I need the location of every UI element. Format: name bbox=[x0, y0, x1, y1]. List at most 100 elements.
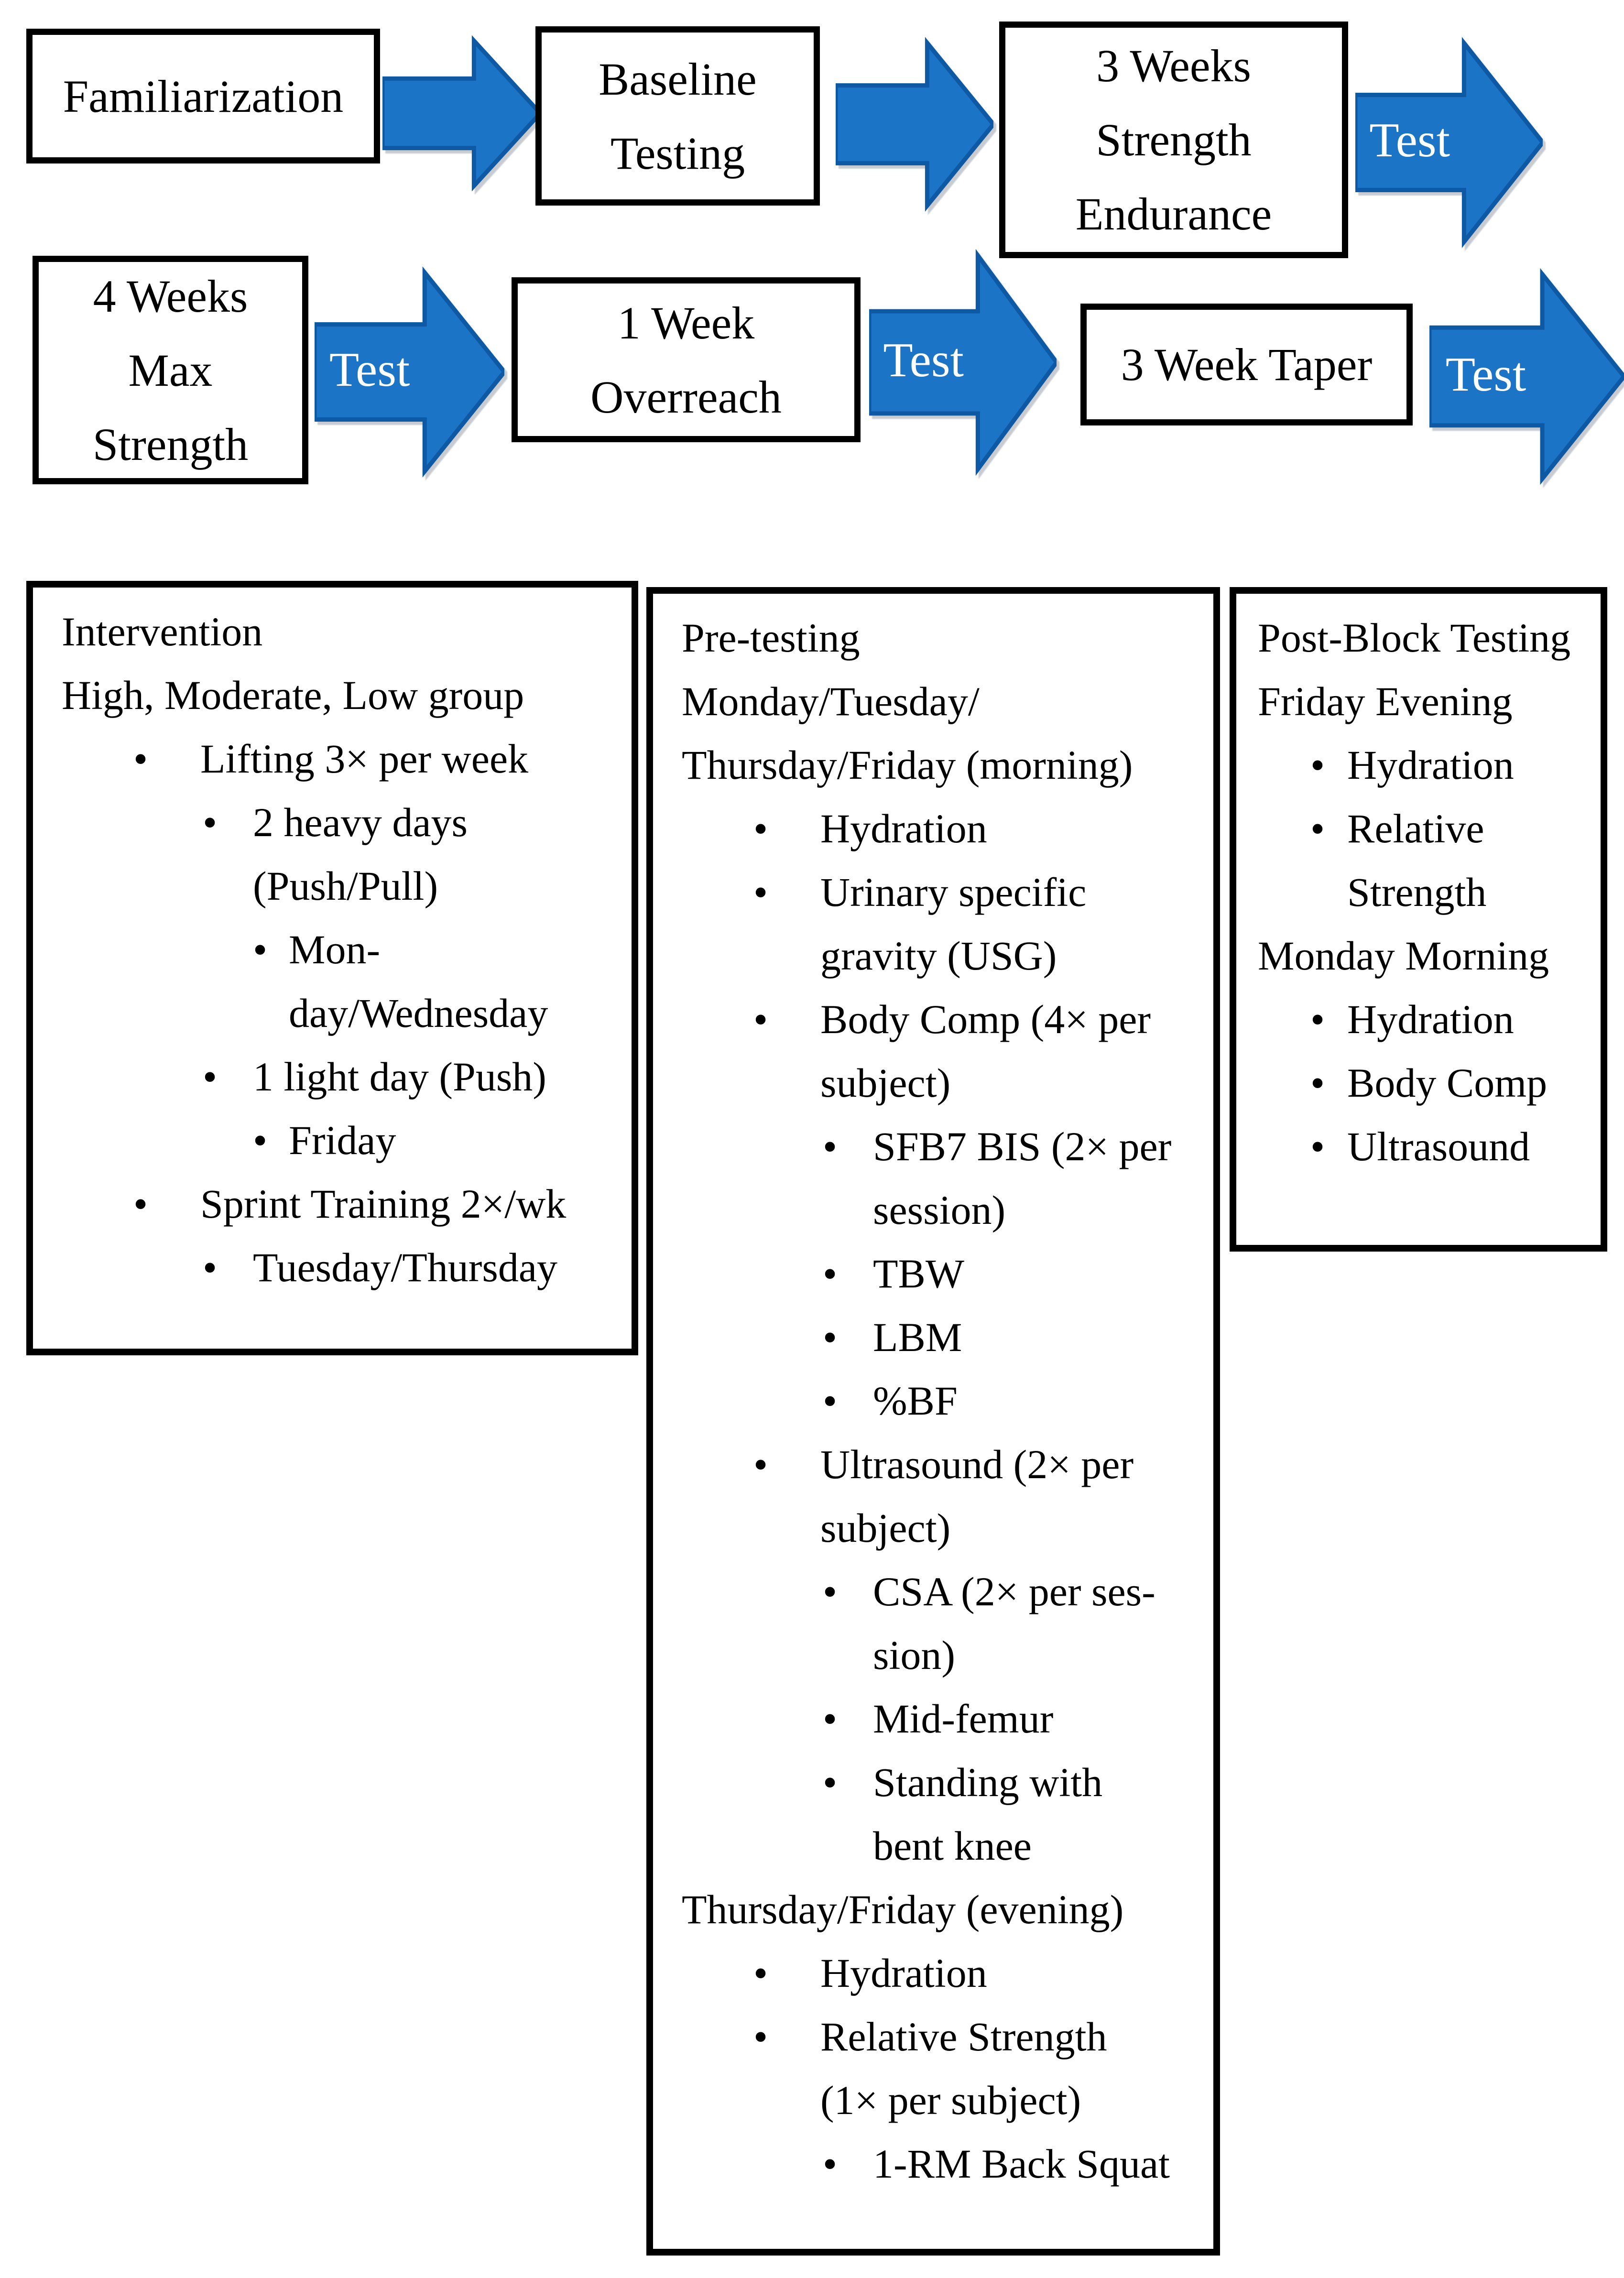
test-arrow-label: Test bbox=[883, 333, 964, 387]
panel-heading: Thursday/Friday (evening) bbox=[682, 1886, 1124, 1932]
bullet-icon: • bbox=[1310, 1123, 1325, 1169]
bullet-icon: • bbox=[753, 869, 768, 915]
panel-heading: Friday Evening bbox=[1258, 678, 1513, 724]
panel-heading: Post-Block Testing bbox=[1258, 615, 1571, 661]
flow-box-label: Max bbox=[128, 344, 213, 396]
list-item: •Mid-femur bbox=[682, 1687, 1194, 1751]
bullet-icon: • bbox=[823, 1759, 838, 1805]
bullet-icon: • bbox=[823, 1569, 838, 1614]
panel-post-block-testing: Post-Block Testing Friday Evening •Hydra… bbox=[1230, 587, 1607, 1252]
list-item: •Ultrasound bbox=[1258, 1115, 1591, 1178]
flow-box-label: 3 Week Taper bbox=[1121, 339, 1373, 390]
list-item: •LBM bbox=[682, 1306, 1194, 1369]
list-item-continuation: bent knee bbox=[873, 1823, 1032, 1869]
list-item: •Friday bbox=[62, 1109, 612, 1172]
bullet-icon: • bbox=[823, 1696, 838, 1742]
list-item: •Urinary specific bbox=[682, 861, 1194, 924]
flow-box-label: 1 Week bbox=[617, 297, 755, 349]
flow-box-label: Familiarization bbox=[63, 70, 344, 122]
bullet-icon: • bbox=[823, 1123, 838, 1169]
flow-box-label: Strength bbox=[1096, 114, 1252, 165]
bullet-icon: • bbox=[1310, 996, 1325, 1042]
list-item-continuation: subject) bbox=[820, 1060, 951, 1106]
panel-heading: High, Moderate, Low group bbox=[62, 672, 524, 718]
test-arrow-label: Test bbox=[1369, 113, 1450, 167]
flow-box-baseline-testing: Baseline Testing bbox=[535, 26, 820, 206]
flow-box-label: Endurance bbox=[1075, 188, 1272, 240]
list-item: •SFB7 BIS (2× per bbox=[682, 1115, 1194, 1178]
list-item: •Body Comp bbox=[1258, 1051, 1591, 1115]
bullet-icon: • bbox=[823, 1314, 838, 1360]
list-item: •Standing with bbox=[682, 1751, 1194, 1814]
bullet-icon: • bbox=[823, 2141, 838, 2187]
flow-box-max-strength: 4 Weeks Max Strength bbox=[33, 256, 308, 484]
list-item: •2 heavy days bbox=[62, 791, 612, 854]
flow-box-label: Overreach bbox=[590, 371, 782, 423]
bullet-icon: • bbox=[753, 1950, 768, 1996]
bullet-icon: • bbox=[203, 1244, 218, 1290]
flow-box-label: Strength bbox=[92, 418, 249, 470]
list-item-continuation: session) bbox=[873, 1187, 1006, 1233]
bullet-icon: • bbox=[1310, 1060, 1325, 1106]
flow-box-label: 4 Weeks bbox=[93, 270, 248, 322]
panel-heading: Pre-testing bbox=[682, 615, 860, 661]
bullet-icon: • bbox=[753, 806, 768, 851]
panel-pre-testing: Pre-testing Monday/Tuesday/ Thursday/Fri… bbox=[646, 587, 1220, 2256]
right-arrow-icon bbox=[382, 34, 540, 192]
list-item: •Ultrasound (2× per bbox=[682, 1433, 1194, 1496]
list-item: •Hydration bbox=[1258, 988, 1591, 1051]
panel-heading: Intervention bbox=[62, 609, 263, 654]
list-item: •Sprint Training 2×/wk bbox=[62, 1172, 612, 1236]
flow-box-label: 3 Weeks bbox=[1096, 40, 1251, 91]
list-item-continuation: gravity (USG) bbox=[820, 933, 1057, 979]
bullet-icon: • bbox=[203, 799, 218, 845]
panel-heading: Monday/Tuesday/ bbox=[682, 678, 980, 724]
test-arrow-icon: Test bbox=[1429, 265, 1624, 488]
test-arrow-label: Test bbox=[1445, 347, 1526, 402]
bullet-icon: • bbox=[253, 926, 268, 972]
list-item-continuation: subject) bbox=[820, 1505, 951, 1551]
list-item: •%BF bbox=[682, 1369, 1194, 1433]
list-item: •TBW bbox=[682, 1242, 1194, 1306]
panel-intervention: Intervention High, Moderate, Low group •… bbox=[26, 581, 638, 1355]
bullet-icon: • bbox=[133, 1181, 148, 1227]
flow-box-overreach: 1 Week Overreach bbox=[512, 277, 861, 442]
test-arrow-icon: Test bbox=[1355, 34, 1543, 251]
bullet-icon: • bbox=[823, 1251, 838, 1297]
list-item: •Hydration bbox=[682, 797, 1194, 861]
list-item-continuation: Strength bbox=[1347, 869, 1487, 915]
list-item: •Lifting 3× per week bbox=[62, 727, 612, 791]
list-item-continuation: (1× per subject) bbox=[820, 2077, 1081, 2123]
bullet-icon: • bbox=[253, 1117, 268, 1163]
bullet-icon: • bbox=[1310, 742, 1325, 788]
flow-box-label: Testing bbox=[610, 127, 745, 179]
test-arrow-icon: Test bbox=[315, 264, 504, 480]
list-item: •CSA (2× per ses- bbox=[682, 1560, 1194, 1624]
bullet-icon: • bbox=[1310, 806, 1325, 851]
panel-heading: Monday Morning bbox=[1258, 933, 1549, 979]
list-item-continuation: sion) bbox=[873, 1632, 955, 1678]
flow-box-label: Baseline bbox=[599, 53, 757, 105]
list-item-continuation: (Push/Pull) bbox=[253, 863, 438, 909]
bullet-icon: • bbox=[203, 1054, 218, 1100]
list-item-continuation: day/Wednesday bbox=[289, 990, 548, 1036]
list-item: •Body Comp (4× per bbox=[682, 988, 1194, 1051]
flow-box-familiarization: Familiarization bbox=[26, 29, 380, 163]
bullet-icon: • bbox=[133, 736, 148, 782]
panel-heading: Thursday/Friday (morning) bbox=[682, 742, 1133, 788]
list-item: •Tuesday/Thursday bbox=[62, 1236, 612, 1299]
test-arrow-label: Test bbox=[329, 342, 410, 397]
list-item: •Hydration bbox=[682, 1941, 1194, 2005]
flow-box-taper: 3 Week Taper bbox=[1080, 304, 1413, 425]
list-item: •1-RM Back Squat bbox=[682, 2132, 1194, 2196]
list-item: •Hydration bbox=[1258, 733, 1591, 797]
bullet-icon: • bbox=[753, 1441, 768, 1487]
list-item: •Relative bbox=[1258, 797, 1591, 861]
list-item: •Relative Strength bbox=[682, 2005, 1194, 2069]
list-item: •Mon- bbox=[62, 918, 612, 981]
list-item: •1 light day (Push) bbox=[62, 1045, 612, 1109]
bullet-icon: • bbox=[823, 1378, 838, 1424]
bullet-icon: • bbox=[753, 2014, 768, 2060]
flow-box-strength-endurance: 3 Weeks Strength Endurance bbox=[999, 22, 1348, 258]
